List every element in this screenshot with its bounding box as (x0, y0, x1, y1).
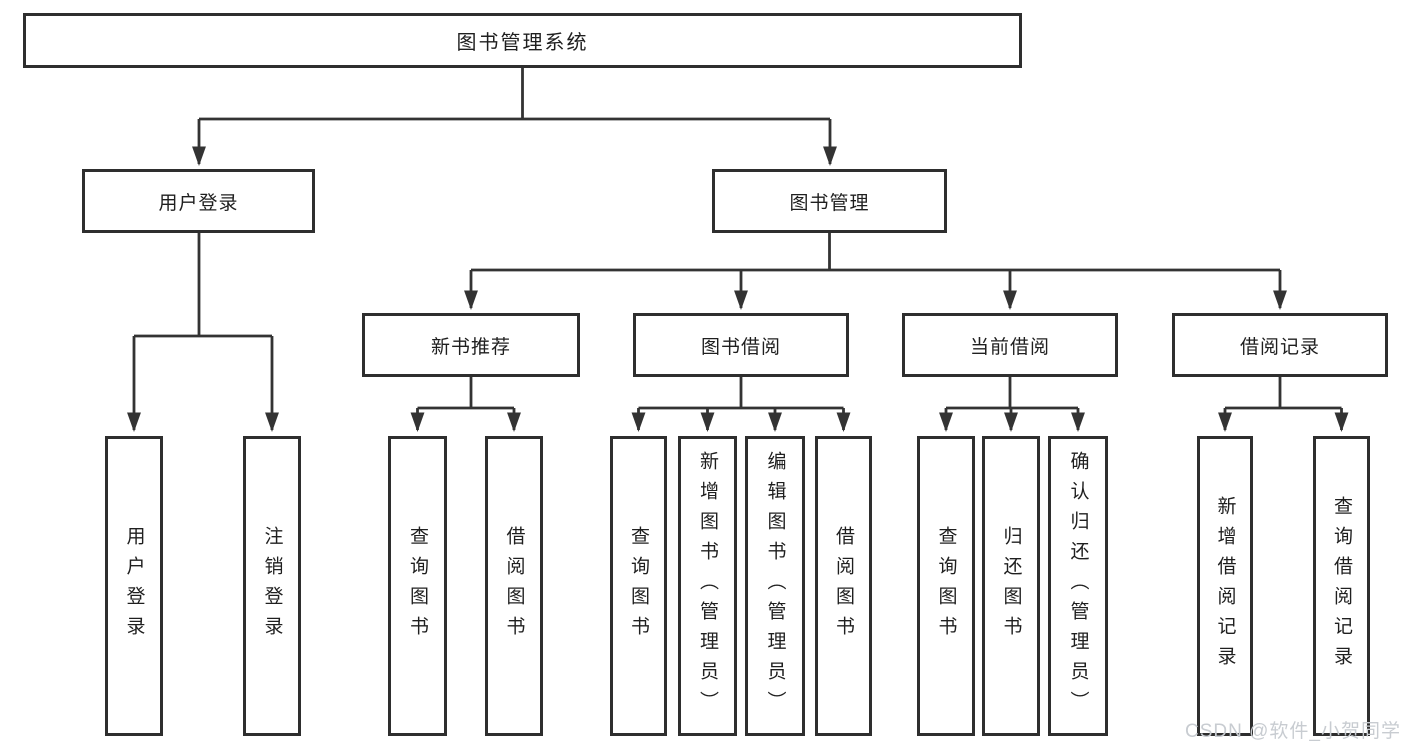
node-label: 查询图书 (407, 526, 428, 646)
node-label: 新书推荐 (430, 336, 511, 358)
node-label: 确认归还（管理员） (1067, 451, 1089, 721)
connector-current-borrow-to-leaves (939, 377, 1085, 432)
node-leaf-return-books: 归还图书 (982, 436, 1040, 736)
node-leaf-edit-books-admin: 编辑图书（管理员） (745, 436, 805, 736)
node-label: 查询借阅记录 (1331, 496, 1352, 676)
node-leaf-borrow-books: 借阅图书 (815, 436, 872, 736)
node-leaf-query-borrow-record: 查询借阅记录 (1313, 436, 1370, 736)
node-label: 归还图书 (1000, 526, 1022, 646)
node-label: 编辑图书（管理员） (764, 451, 786, 721)
node-label: 图书管理 (789, 192, 870, 214)
node-new-book-recommend: 新书推荐 (362, 313, 580, 377)
node-label: 用户登录 (158, 192, 239, 214)
node-label: 借阅图书 (833, 526, 854, 646)
node-label: 图书借阅 (700, 336, 781, 358)
node-book-borrow: 图书借阅 (633, 313, 849, 377)
node-label: 注销登录 (261, 526, 283, 646)
connector-root-to-level2 (192, 68, 837, 166)
watermark: CSDN @软件_小贺同学 (1185, 721, 1401, 742)
node-leaf-query-books-current: 查询图书 (917, 436, 975, 736)
node-user-login: 用户登录 (82, 169, 315, 233)
connector-book-management-to-level3 (464, 233, 1287, 310)
connector-borrow-records-to-leaves (1218, 377, 1349, 432)
connector-new-book-recommend-to-leaves (410, 377, 521, 432)
node-leaf-add-books-admin: 新增图书（管理员） (678, 436, 737, 736)
node-book-management: 图书管理 (712, 169, 947, 233)
node-leaf-confirm-return-admin: 确认归还（管理员） (1048, 436, 1108, 736)
node-leaf-user-login: 用户登录 (105, 436, 163, 736)
node-leaf-query-books-borrow: 查询图书 (610, 436, 667, 736)
node-label: 当前借阅 (969, 336, 1050, 358)
node-label: 新增图书（管理员） (697, 451, 718, 721)
node-label: 新增借阅记录 (1214, 496, 1236, 676)
node-label: 查询图书 (935, 526, 957, 646)
node-label: 用户登录 (123, 526, 145, 646)
connector-user-login-to-leaves (127, 233, 279, 432)
node-borrow-records: 借阅记录 (1172, 313, 1388, 377)
node-leaf-logout: 注销登录 (243, 436, 301, 736)
connector-book-borrow-to-leaves (631, 377, 851, 432)
node-label: 借阅记录 (1239, 336, 1320, 358)
node-current-borrow: 当前借阅 (902, 313, 1118, 377)
node-root-library-management-system: 图书管理系统 (23, 13, 1022, 68)
node-leaf-query-books-recommend: 查询图书 (388, 436, 447, 736)
node-label: 查询图书 (628, 526, 649, 646)
node-leaf-borrow-books-recommend: 借阅图书 (485, 436, 543, 736)
node-label: 图书管理系统 (456, 32, 589, 54)
node-leaf-add-borrow-record: 新增借阅记录 (1197, 436, 1253, 736)
node-label: 借阅图书 (503, 526, 525, 646)
